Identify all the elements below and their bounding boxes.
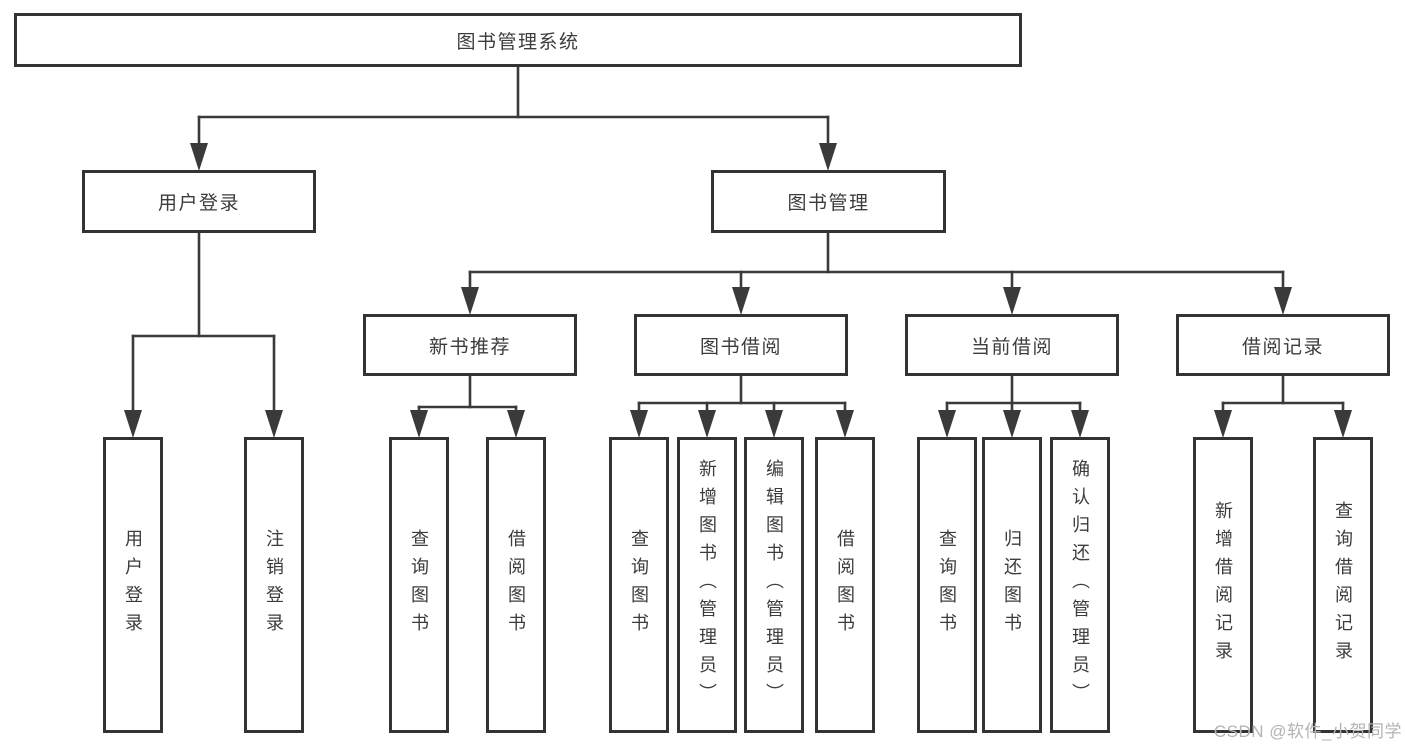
leaf-bb-query-books: 查询图书: [609, 437, 669, 733]
leaf-user-login: 用户登录: [103, 437, 163, 733]
leaf-user-login-label: 用户登录: [123, 529, 143, 641]
node-book-management: 图书管理: [711, 170, 946, 233]
leaf-rc-query-record: 查询借阅记录: [1313, 437, 1373, 733]
leaf-cb-confirm-return-admin-label: 确认归还（管理员）: [1070, 459, 1090, 711]
leaf-bb-query-books-label: 查询图书: [629, 529, 649, 641]
leaf-bb-borrow-books-label: 借阅图书: [835, 529, 855, 641]
leaf-bb-edit-books-admin-label: 编辑图书（管理员）: [764, 459, 784, 711]
leaf-rc-add-record: 新增借阅记录: [1193, 437, 1253, 733]
leaf-bb-edit-books-admin: 编辑图书（管理员）: [744, 437, 804, 733]
leaf-rc-query-record-label: 查询借阅记录: [1333, 501, 1353, 669]
node-current-borrowing-label: 当前借阅: [970, 336, 1053, 358]
node-new-book-recommend: 新书推荐: [363, 314, 577, 376]
leaf-cb-query-books-label: 查询图书: [937, 529, 957, 641]
arrowhead-icons: [124, 143, 1352, 438]
leaf-cb-return-books: 归还图书: [982, 437, 1042, 733]
leaf-bb-add-books-admin: 新增图书（管理员）: [677, 437, 737, 733]
leaf-logout-label: 注销登录: [264, 529, 284, 641]
leaf-nb-borrow-books: 借阅图书: [486, 437, 546, 733]
leaf-cb-confirm-return-admin: 确认归还（管理员）: [1050, 437, 1110, 733]
node-user-login: 用户登录: [82, 170, 316, 233]
leaf-nb-query-books: 查询图书: [389, 437, 449, 733]
node-root-system: 图书管理系统: [14, 13, 1022, 67]
leaf-logout: 注销登录: [244, 437, 304, 733]
leaf-bb-borrow-books: 借阅图书: [815, 437, 875, 733]
leaf-bb-add-books-admin-label: 新增图书（管理员）: [697, 459, 717, 711]
leaf-nb-borrow-books-label: 借阅图书: [506, 529, 526, 641]
csdn-watermark: CSDN @软件_小贺同学: [1213, 722, 1402, 741]
node-book-borrowing: 图书借阅: [634, 314, 848, 376]
leaf-cb-query-books: 查询图书: [917, 437, 977, 733]
leaf-cb-return-books-label: 归还图书: [1002, 529, 1022, 641]
node-user-login-label: 用户登录: [157, 193, 240, 214]
node-root-system-label: 图书管理系统: [456, 31, 580, 53]
node-current-borrowing: 当前借阅: [905, 314, 1119, 376]
node-new-book-recommend-label: 新书推荐: [428, 336, 511, 358]
node-borrowing-records: 借阅记录: [1176, 314, 1390, 376]
leaf-nb-query-books-label: 查询图书: [409, 529, 429, 641]
leaf-rc-add-record-label: 新增借阅记录: [1213, 501, 1233, 669]
node-book-borrowing-label: 图书借阅: [699, 336, 782, 358]
node-borrowing-records-label: 借阅记录: [1241, 336, 1324, 358]
node-book-management-label: 图书管理: [787, 193, 870, 214]
